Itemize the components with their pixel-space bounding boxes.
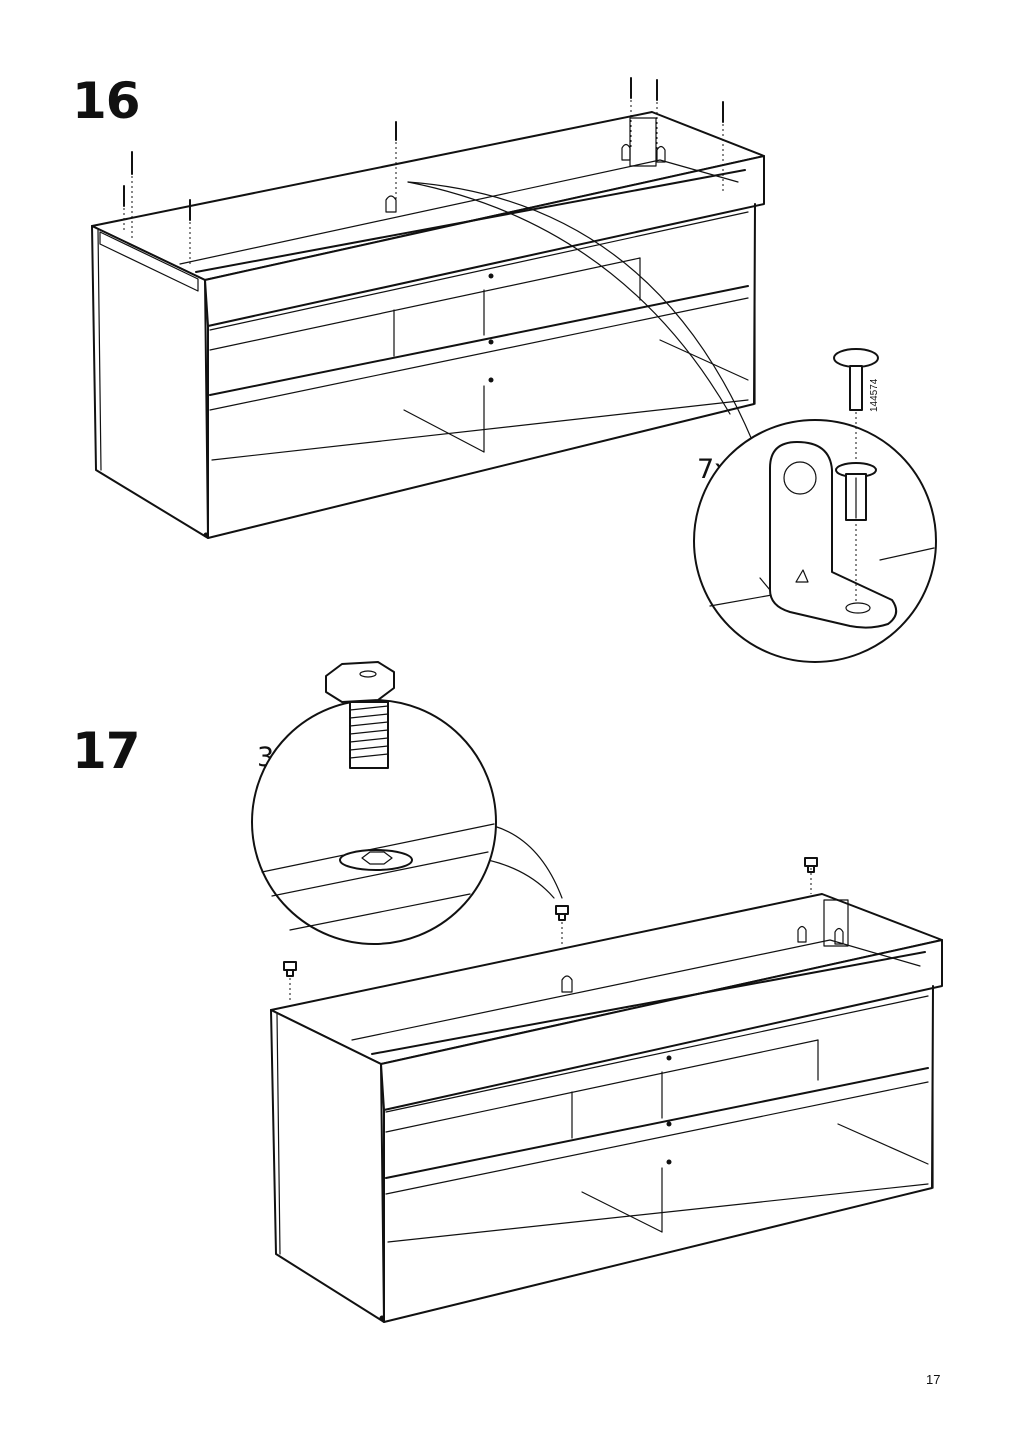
step-16-detail-view xyxy=(693,348,937,663)
page-number: 17 xyxy=(926,1372,941,1387)
step-16-number: 16 xyxy=(72,72,141,130)
step-17-cabinet-illustration xyxy=(270,825,943,1323)
step-17-bolts xyxy=(283,857,818,1002)
step-16-cabinet-illustration xyxy=(91,77,765,539)
step-16-screws xyxy=(123,77,724,264)
step-17-number: 17 xyxy=(72,722,141,780)
step-17-detail-view xyxy=(251,661,497,945)
